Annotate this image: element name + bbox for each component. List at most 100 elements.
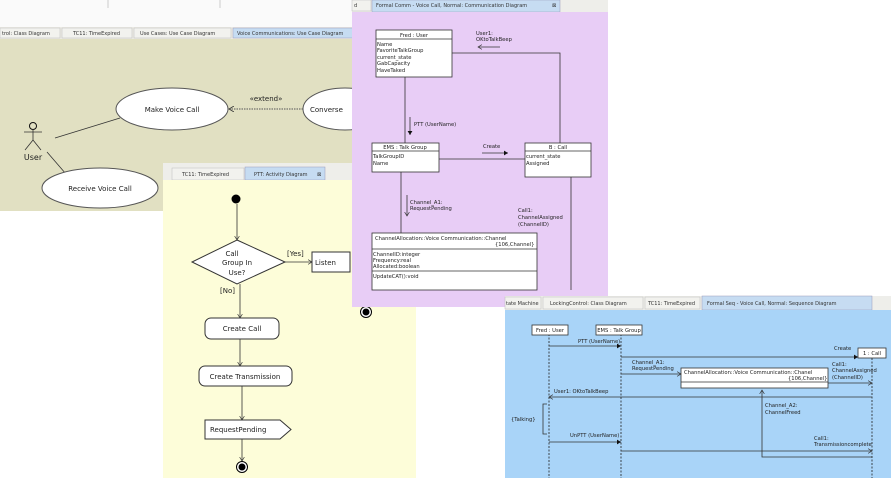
action-create-call[interactable]: Create Call bbox=[204, 317, 280, 340]
svg-text:{106,Channel}: {106,Channel} bbox=[788, 376, 827, 382]
svg-text:Call: Call bbox=[225, 250, 238, 258]
svg-text:Assigned: Assigned bbox=[526, 161, 549, 167]
svg-text:Name: Name bbox=[373, 161, 388, 167]
svg-text:PTT: Activity Diagram: PTT: Activity Diagram bbox=[254, 172, 308, 178]
svg-text:Channel_A1:: Channel_A1: bbox=[632, 360, 665, 366]
svg-text:ChannelID:integer: ChannelID:integer bbox=[373, 252, 421, 258]
tab-timeexpired[interactable]: TC11: TimeExpired bbox=[171, 167, 245, 181]
svg-text:current_state: current_state bbox=[377, 55, 411, 61]
object-fred-user[interactable]: Fred : User Name FavoriteTalkGroup curre… bbox=[375, 29, 453, 78]
tab-class-diagram[interactable]: trol: Class Diagram bbox=[0, 27, 61, 39]
svg-text:current_state: current_state bbox=[526, 154, 560, 160]
svg-text:EMS : Talk Group: EMS : Talk Group bbox=[597, 328, 641, 334]
svg-text:Create Transmission: Create Transmission bbox=[210, 373, 281, 381]
svg-text:ChannelAllocation::Voice Commu: ChannelAllocation::Voice Communication::… bbox=[375, 236, 507, 242]
decision-call-group-in-use[interactable]: Call Group In Use? bbox=[190, 239, 287, 285]
svg-text:OKtoTalkBeep: OKtoTalkBeep bbox=[476, 37, 513, 43]
svg-text:ChannelAssigned: ChannelAssigned bbox=[832, 368, 877, 374]
svg-text:Call1:: Call1: bbox=[814, 436, 829, 442]
svg-text:PTT (UserName): PTT (UserName) bbox=[414, 122, 456, 128]
svg-text:Channel_A2:: Channel_A2: bbox=[765, 403, 798, 409]
svg-text:1 : Call: 1 : Call bbox=[863, 351, 881, 357]
svg-text:Use?: Use? bbox=[229, 269, 246, 277]
svg-text:(ChannelID): (ChannelID) bbox=[518, 222, 549, 228]
yes-guard: [Yes] bbox=[287, 250, 304, 258]
svg-text:Voice Communications: Use Case: Voice Communications: Use Case Diagram bbox=[237, 31, 344, 37]
svg-text:B : Call: B : Call bbox=[549, 145, 567, 151]
tab-formal-comm[interactable]: Formal Comm - Voice Call, Normal: Commun… bbox=[371, 0, 561, 13]
svg-text:TC11: TimeExpired: TC11: TimeExpired bbox=[181, 172, 229, 178]
final-node bbox=[360, 306, 372, 318]
svg-text:ChannelAssigned: ChannelAssigned bbox=[518, 215, 563, 221]
action-create-transmission[interactable]: Create Transmission bbox=[198, 365, 293, 387]
svg-text:{106,Channel}: {106,Channel} bbox=[495, 242, 534, 248]
tab-voice-communications[interactable]: Voice Communications: Use Case Diagram bbox=[232, 27, 359, 39]
actor-user[interactable]: User bbox=[24, 122, 43, 163]
svg-text:Make Voice Call: Make Voice Call bbox=[145, 106, 200, 114]
svg-text:Create: Create bbox=[483, 144, 500, 150]
svg-text:⊠: ⊠ bbox=[552, 3, 556, 9]
object-channel-allocation[interactable]: ChannelAllocation::Voice Communication::… bbox=[371, 232, 538, 291]
svg-text:Frequency:real: Frequency:real bbox=[373, 258, 411, 264]
svg-text:Use Cases: Use Case Diagram: Use Cases: Use Case Diagram bbox=[140, 31, 215, 37]
lifeline-ems-talk-group[interactable]: EMS : Talk Group bbox=[595, 324, 643, 336]
object-ems-talk-group[interactable]: EMS : Talk Group TalkGroupID Name bbox=[371, 142, 440, 173]
svg-text:User1: OKtoTalkBeep: User1: OKtoTalkBeep bbox=[554, 389, 609, 395]
svg-text:TalkGroupID: TalkGroupID bbox=[372, 154, 404, 160]
lifeline-fred-user[interactable]: Fred : User bbox=[531, 324, 569, 336]
use-case-make-voice-call[interactable]: Make Voice Call bbox=[115, 87, 229, 131]
svg-text:(ChannelID): (ChannelID) bbox=[832, 375, 863, 381]
svg-text:Create: Create bbox=[834, 346, 851, 352]
svg-text:TC11: TimeExpired: TC11: TimeExpired bbox=[647, 301, 695, 307]
svg-text:RequestPending: RequestPending bbox=[410, 206, 452, 212]
svg-text:Formal Comm - Voice Call, Norm: Formal Comm - Voice Call, Normal: Commun… bbox=[376, 3, 527, 9]
tab-formal-seq[interactable]: Formal Seq - Voice Call, Normal: Sequenc… bbox=[701, 295, 873, 311]
svg-text:Listen: Listen bbox=[315, 259, 336, 267]
final-node bbox=[236, 461, 248, 473]
tab-timeexpired[interactable]: TC11: TimeExpired bbox=[61, 27, 133, 39]
svg-text:ChannelFreed: ChannelFreed bbox=[765, 410, 801, 416]
initial-node bbox=[231, 194, 241, 204]
extend-label: «extend» bbox=[250, 95, 283, 103]
svg-text:Allocated:boolean: Allocated:boolean bbox=[373, 264, 420, 270]
svg-text:RequestPending: RequestPending bbox=[632, 366, 674, 372]
svg-text:ChannelAllocation::Voice Commu: ChannelAllocation::Voice Communication::… bbox=[684, 370, 812, 376]
action-listen[interactable]: Listen bbox=[311, 251, 351, 273]
svg-text:Fred : User: Fred : User bbox=[400, 33, 429, 39]
svg-text:HaveTaked: HaveTaked bbox=[377, 68, 405, 74]
tab-prev[interactable]: d bbox=[351, 0, 372, 12]
sequence-diagram-panel: tate Machine LockingControl: Class Diagr… bbox=[504, 295, 891, 478]
tab-use-cases[interactable]: Use Cases: Use Case Diagram bbox=[133, 27, 232, 39]
lifeline-call[interactable]: 1 : Call bbox=[857, 347, 887, 359]
svg-text:Group In: Group In bbox=[222, 259, 252, 267]
send-signal-request-pending[interactable]: RequestPending bbox=[204, 419, 292, 440]
svg-text:TC11: TimeExpired: TC11: TimeExpired bbox=[72, 31, 120, 37]
svg-text:d: d bbox=[354, 3, 357, 9]
svg-text:Create Call: Create Call bbox=[223, 325, 262, 333]
svg-text:Call1:: Call1: bbox=[832, 362, 847, 368]
svg-text:UnPTT (UserName): UnPTT (UserName) bbox=[570, 433, 619, 439]
svg-text:tate Machine: tate Machine bbox=[506, 301, 539, 307]
svg-text:Transmissioncomplete: Transmissioncomplete bbox=[813, 442, 872, 448]
tab-timeexpired[interactable]: TC11: TimeExpired bbox=[644, 296, 701, 310]
svg-text:trol: Class Diagram: trol: Class Diagram bbox=[2, 31, 50, 37]
svg-text:Converse: Converse bbox=[310, 106, 343, 114]
svg-text:{Talking}: {Talking} bbox=[511, 417, 536, 423]
use-case-receive-voice-call[interactable]: Receive Voice Call bbox=[41, 167, 159, 209]
svg-text:GabCapacity: GabCapacity bbox=[377, 61, 410, 67]
svg-text:User1:: User1: bbox=[476, 31, 493, 37]
lifeline-channel-allocation[interactable]: ChannelAllocation::Voice Communication::… bbox=[680, 367, 829, 389]
svg-text:UpdateCAT():void: UpdateCAT():void bbox=[373, 274, 419, 280]
svg-text:Formal Seq - Voice Call, Norma: Formal Seq - Voice Call, Normal: Sequenc… bbox=[707, 301, 837, 307]
svg-text:EMS : Talk Group: EMS : Talk Group bbox=[383, 145, 427, 151]
svg-text:LockingControl: Class Diagram: LockingControl: Class Diagram bbox=[550, 301, 627, 307]
svg-text:Channel_A1:: Channel_A1: bbox=[410, 200, 443, 206]
tab-state-machine[interactable]: tate Machine bbox=[504, 296, 542, 310]
svg-text:Receive Voice Call: Receive Voice Call bbox=[68, 185, 132, 193]
tab-ptt-activity[interactable]: PTT: Activity Diagram⊠ bbox=[244, 166, 326, 181]
svg-text:User: User bbox=[24, 153, 43, 162]
object-b-call[interactable]: B : Call current_state Assigned bbox=[524, 142, 592, 178]
tab-locking-control[interactable]: LockingControl: Class Diagram bbox=[542, 296, 644, 310]
svg-text:FavoriteTalkGroup: FavoriteTalkGroup bbox=[377, 48, 424, 54]
